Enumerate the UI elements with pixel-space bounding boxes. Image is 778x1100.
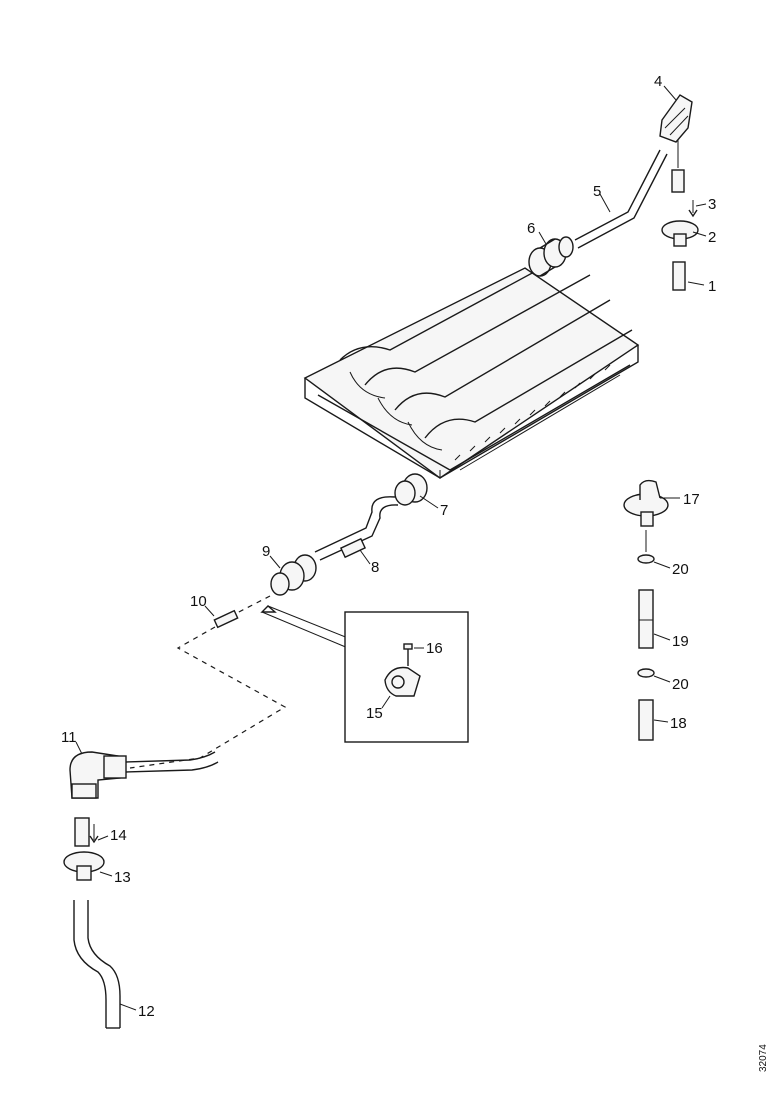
elbow-4	[659, 94, 693, 143]
callout-4: 4	[654, 73, 662, 90]
callout-18: 18	[670, 715, 687, 732]
elbow-11	[69, 751, 219, 799]
flue-stub-top	[661, 140, 699, 291]
screw-16	[403, 643, 413, 666]
detail-box	[344, 611, 469, 743]
callout-16: 16	[426, 640, 443, 657]
heat-exchanger	[303, 257, 640, 479]
tube-19	[638, 589, 654, 649]
clamp-15	[384, 666, 421, 697]
callout-6: 6	[527, 220, 535, 237]
callout-1: 1	[708, 278, 716, 295]
callout-17: 17	[683, 491, 700, 508]
callout-3: 3	[708, 196, 716, 213]
callout-19: 19	[672, 633, 689, 650]
pipe-8	[314, 496, 399, 561]
callout-9: 9	[262, 543, 270, 560]
callout-20-upper: 20	[672, 561, 689, 578]
callout-11: 11	[61, 729, 77, 746]
callout-7: 7	[440, 502, 448, 519]
washer-20-upper	[637, 530, 655, 564]
callout-15: 15	[366, 705, 383, 722]
detail-leader-lines	[260, 605, 349, 649]
callout-8: 8	[371, 559, 379, 576]
callout-14: 14	[110, 827, 127, 844]
gasket-10	[213, 609, 239, 629]
flue-adapter-17	[623, 479, 669, 527]
dashed-route	[129, 595, 287, 769]
callout-13: 13	[114, 869, 131, 886]
flue-stub-bottom	[63, 817, 105, 881]
pipe-12	[73, 900, 121, 1029]
callout-12: 12	[138, 1003, 155, 1020]
tube-18	[638, 699, 654, 741]
pipe-5	[574, 149, 668, 249]
callout-10: 10	[190, 593, 207, 610]
callout-leaders	[75, 85, 707, 1011]
callout-labels: 1 2 3 4 5 6 7 8 9 10 11 12 13 14 15 16 1…	[61, 73, 716, 1020]
washer-20-lower	[637, 668, 655, 678]
drawing-code: 32074	[758, 1044, 769, 1072]
fitting-6	[528, 236, 574, 277]
union-9	[270, 554, 317, 596]
coupling-7	[394, 473, 428, 506]
callout-2: 2	[708, 229, 716, 246]
callout-5: 5	[593, 183, 601, 200]
callout-20-lower: 20	[672, 676, 689, 693]
